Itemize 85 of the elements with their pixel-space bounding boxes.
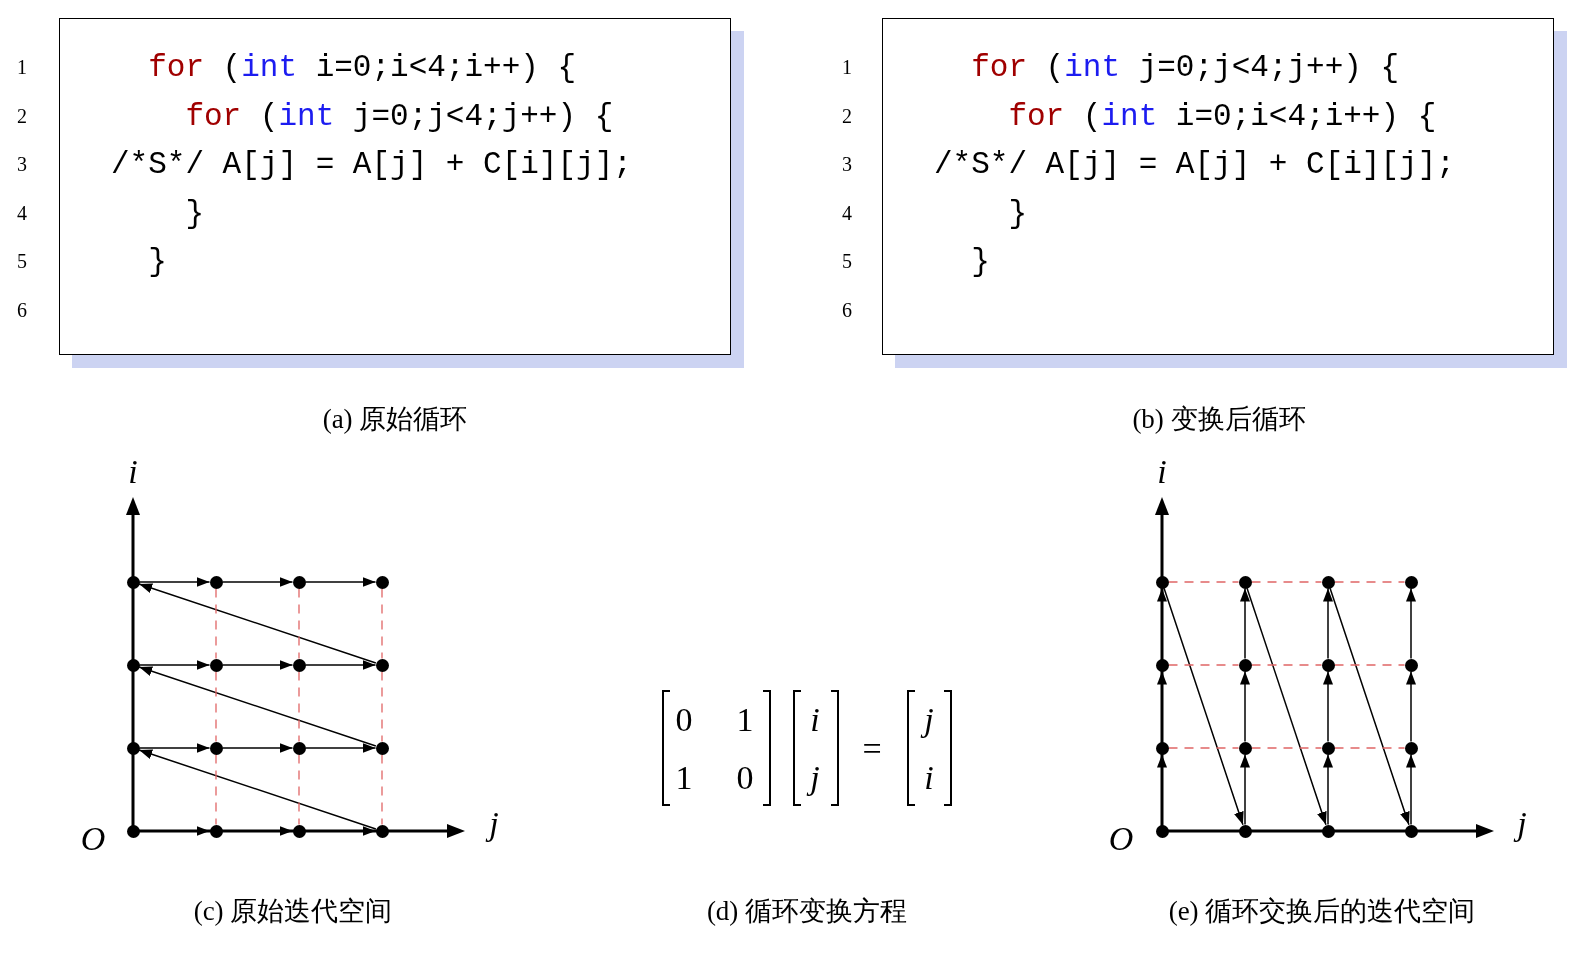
line-number: 5 xyxy=(842,251,852,272)
dashed-line xyxy=(1333,747,1406,749)
arrow xyxy=(304,577,377,587)
math-symbol: i xyxy=(810,703,820,737)
math-symbol: i xyxy=(1157,455,1167,489)
arrow xyxy=(1246,587,1327,826)
math-symbol: 0 xyxy=(675,703,693,737)
dashed-line xyxy=(215,587,217,660)
subfigure-caption: (b) 变换后循环 xyxy=(1132,405,1306,433)
line-number: 4 xyxy=(842,202,852,223)
arrow xyxy=(1406,753,1416,826)
arrow xyxy=(1406,587,1416,660)
arrow xyxy=(1329,587,1410,826)
line-number: 5 xyxy=(17,251,27,272)
arrow xyxy=(221,660,294,670)
arrow xyxy=(138,666,377,747)
math-symbol: 0 xyxy=(736,761,754,795)
code-line: for (int i=0;i<4;i++) { xyxy=(1008,97,1437,136)
code-line: /*S*/ A[j] = A[j] + C[i][j]; xyxy=(111,146,632,185)
arrow xyxy=(1323,753,1333,826)
line-number: 3 xyxy=(17,154,27,175)
arrow xyxy=(1157,587,1167,660)
code-line: for (int j=0;j<4;j++) { xyxy=(185,97,614,136)
arrow xyxy=(221,577,294,587)
arrow xyxy=(138,583,377,664)
dashed-line xyxy=(298,587,300,660)
math-symbol: O xyxy=(1108,822,1134,856)
dashed-line xyxy=(1333,664,1406,666)
line-number: 1 xyxy=(17,57,27,77)
line-number: 1 xyxy=(842,57,852,77)
dashed-line xyxy=(215,670,217,743)
arrow xyxy=(304,660,377,670)
dashed-line xyxy=(298,670,300,743)
arrow xyxy=(138,743,211,753)
math-symbol: = xyxy=(862,732,882,766)
code-line: } xyxy=(1008,194,1027,233)
dashed-line xyxy=(1250,581,1323,583)
line-number: 2 xyxy=(842,105,852,126)
arrow xyxy=(221,826,294,836)
arrow xyxy=(1406,670,1416,743)
math-symbol: O xyxy=(80,822,106,856)
arrow xyxy=(1240,587,1250,660)
dashed-line xyxy=(1333,581,1406,583)
code-line: } xyxy=(185,194,204,233)
math-symbol: i xyxy=(924,761,934,795)
dashed-line xyxy=(1167,747,1240,749)
line-number: 6 xyxy=(17,300,27,320)
code-line: for (int j=0;j<4;j++) { xyxy=(971,49,1400,87)
dashed-line xyxy=(381,753,383,826)
dashed-line xyxy=(1250,747,1323,749)
arrow xyxy=(1157,753,1167,826)
math-symbol: 1 xyxy=(736,703,754,737)
dashed-line xyxy=(298,753,300,826)
code-line: for (int i=0;i<4;i++) { xyxy=(148,49,577,87)
dashed-line xyxy=(1167,664,1240,666)
dashed-line xyxy=(1167,581,1240,583)
arrow xyxy=(1323,587,1333,660)
arrow xyxy=(1163,587,1244,826)
line-number: 3 xyxy=(842,154,852,175)
dashed-line xyxy=(381,670,383,743)
arrow xyxy=(138,660,211,670)
arrow xyxy=(1323,670,1333,743)
math-symbol: i xyxy=(128,455,138,489)
line-number: 2 xyxy=(17,105,27,126)
line-number: 4 xyxy=(17,202,27,223)
arrow xyxy=(1157,670,1167,743)
subfigure-caption: (e) 循环交换后的迭代空间 xyxy=(1168,897,1476,925)
arrow xyxy=(138,749,377,830)
code-line: } xyxy=(971,243,990,282)
subfigure-caption: (a) 原始循环 xyxy=(322,405,468,433)
subfigure-caption: (d) 循环变换方程 xyxy=(706,897,908,925)
code-line: /*S*/ A[j] = A[j] + C[i][j]; xyxy=(934,146,1455,185)
arrow xyxy=(1240,753,1250,826)
arrow xyxy=(221,743,294,753)
arrow xyxy=(138,826,211,836)
arrow xyxy=(304,743,377,753)
line-number: 6 xyxy=(842,300,852,320)
code-line: } xyxy=(148,243,167,282)
dashed-line xyxy=(1250,664,1323,666)
dashed-line xyxy=(215,753,217,826)
arrow xyxy=(1240,670,1250,743)
math-symbol: 1 xyxy=(675,761,693,795)
arrow xyxy=(138,577,211,587)
dashed-line xyxy=(381,587,383,660)
subfigure-caption: (c) 原始迭代空间 xyxy=(193,897,393,925)
